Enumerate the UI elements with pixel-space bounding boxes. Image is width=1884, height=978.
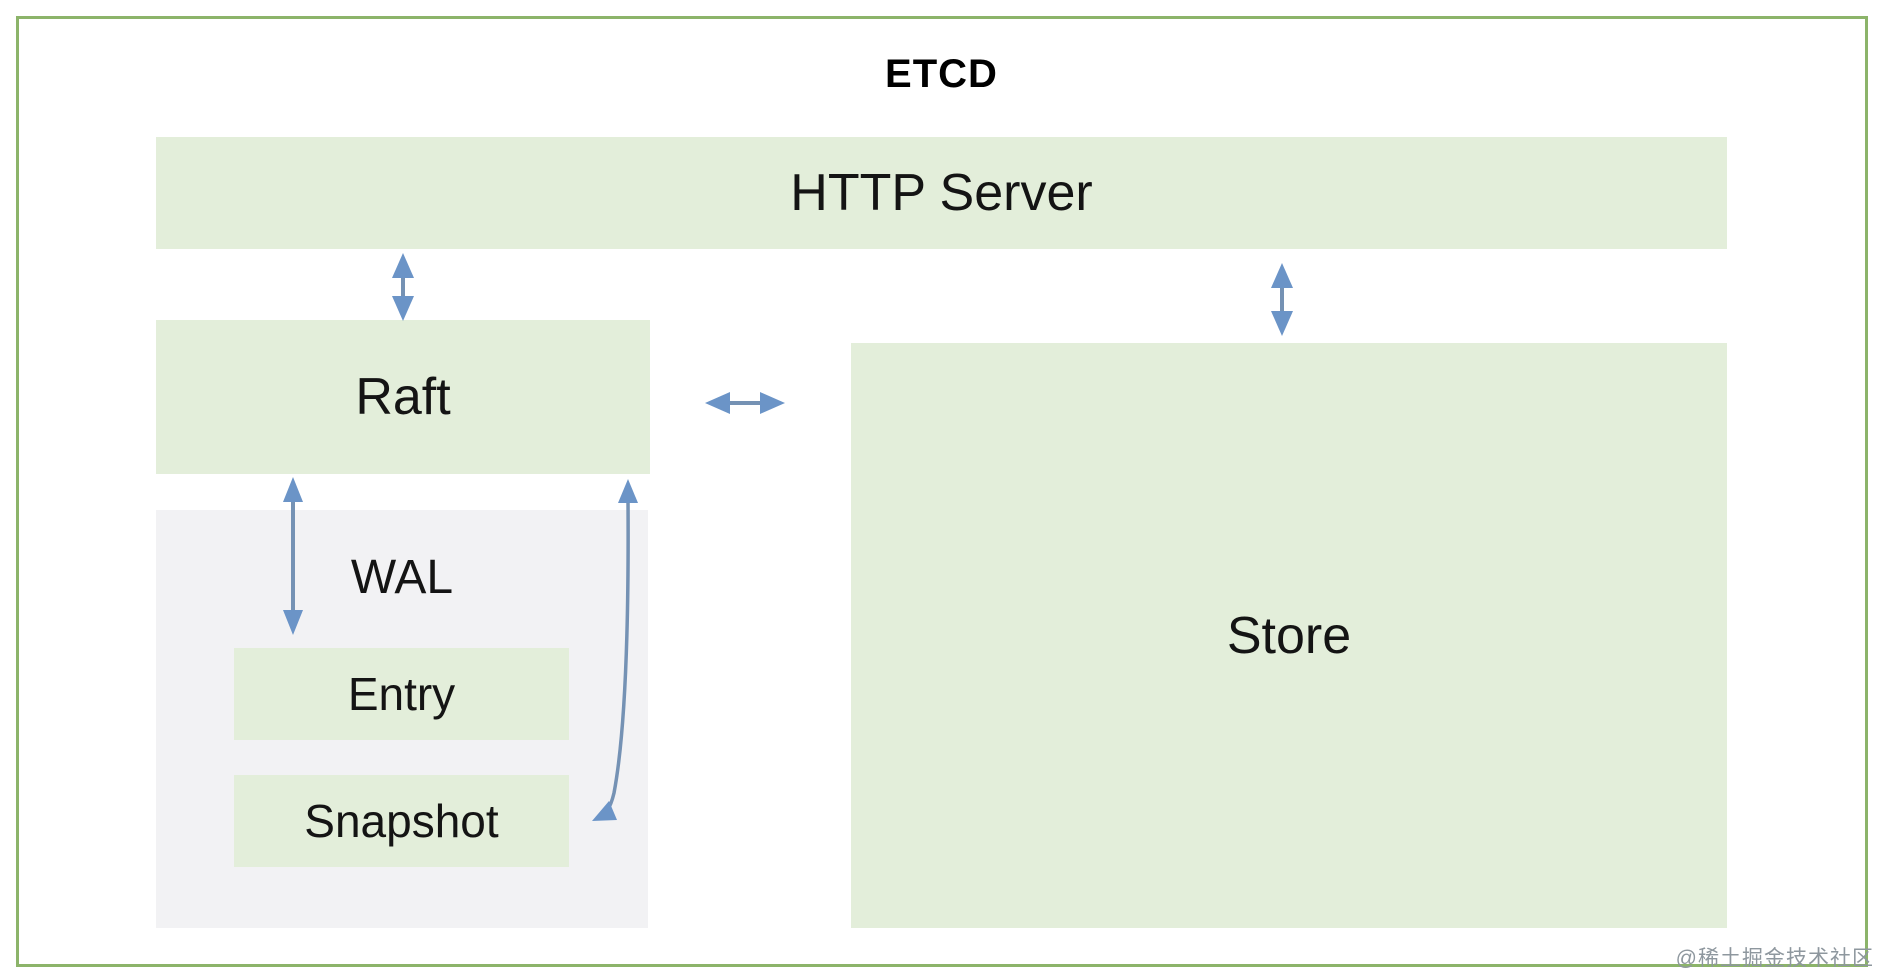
node-snapshot-label: Snapshot: [304, 795, 499, 847]
node-raft-label: Raft: [355, 368, 451, 426]
node-http-server: HTTP Server: [156, 137, 1727, 249]
node-entry-label: Entry: [347, 668, 456, 720]
diagram-title: ETCD: [885, 51, 998, 96]
node-snapshot: Snapshot: [234, 775, 569, 867]
watermark: @稀土掘金技术社区: [1675, 947, 1874, 970]
node-http-server-label: HTTP Server: [790, 164, 1093, 222]
node-store-label: Store: [1226, 606, 1352, 665]
node-entry: Entry: [234, 648, 569, 740]
node-wal: WAL Entry Snapshot: [156, 510, 648, 928]
diagram-outer-frame: [16, 16, 1868, 967]
node-raft: Raft: [156, 320, 650, 474]
node-wal-label: WAL: [350, 550, 454, 604]
node-store: Store: [851, 343, 1727, 928]
